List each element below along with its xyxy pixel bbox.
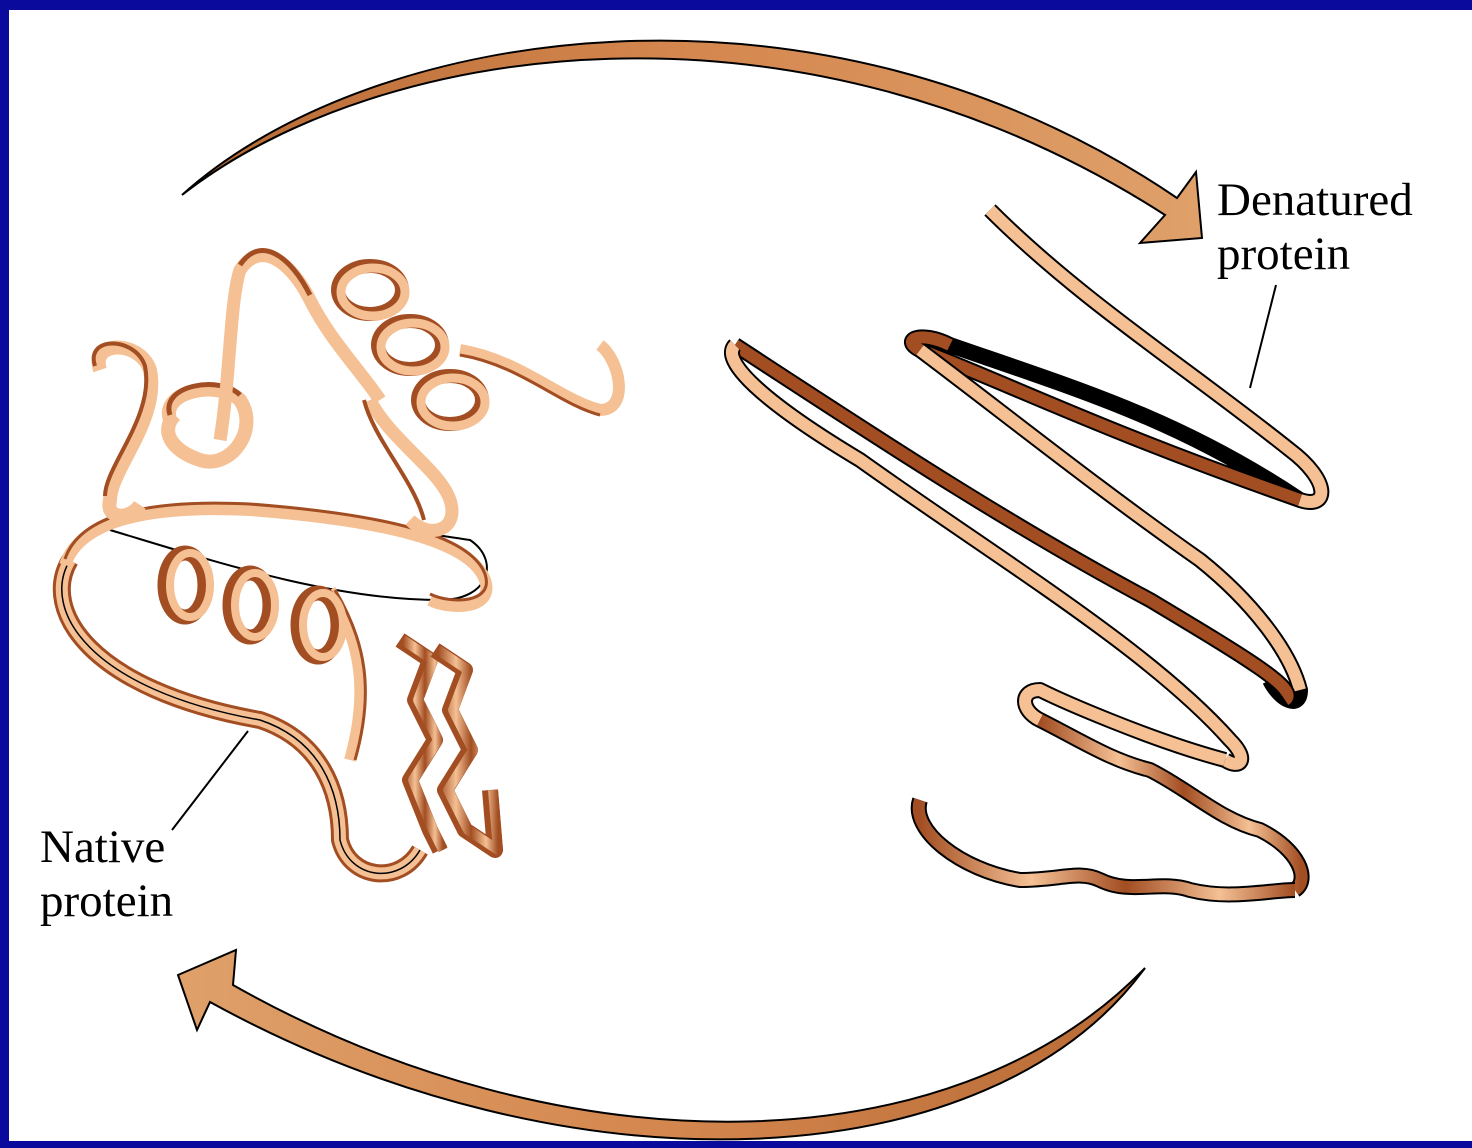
native-protein-label: Native protein [40, 820, 173, 928]
denatured-protein-label: Denatured protein [1217, 173, 1413, 281]
denatured-label-line1: Denatured [1217, 173, 1413, 227]
native-beta-strands [400, 640, 498, 850]
native-label-line2: protein [40, 874, 173, 928]
denatured-label-line2: protein [1217, 227, 1413, 281]
denaturation-arrow [182, 41, 1202, 243]
diagram-canvas: Native protein Denatured protein [9, 10, 1472, 1141]
native-protein-ribbon [62, 251, 619, 874]
denatured-leader-line [1250, 285, 1276, 388]
native-leader-line [172, 731, 248, 830]
renaturation-arrow [178, 950, 1145, 1139]
native-label-line1: Native [40, 820, 173, 874]
native-top-helix [338, 266, 619, 426]
denatured-protein-ribbon [732, 210, 1321, 894]
